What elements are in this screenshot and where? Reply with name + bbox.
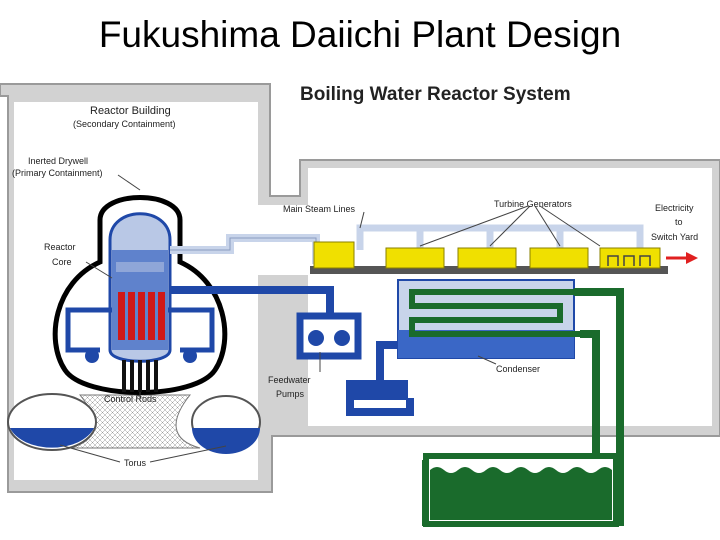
label-electricity-line2: to: [675, 217, 683, 227]
condensate-line: [346, 341, 414, 416]
recirc-pump-left: [85, 349, 99, 363]
feedwater-line: [170, 286, 334, 316]
cooling-pond: [423, 453, 619, 527]
label-reactor-building: Reactor Building: [90, 105, 171, 117]
turbine-shaft: [310, 266, 668, 274]
feedwater-pumps: [296, 312, 362, 360]
turbine-generators: [313, 241, 661, 269]
label-electricity-line1: Electricity: [655, 203, 694, 213]
label-condenser: Condenser: [496, 364, 540, 374]
steam-headers: [356, 224, 644, 250]
label-reactor-core-line1: Reactor: [44, 242, 76, 252]
label-primary-containment: (Primary Containment): [12, 168, 103, 178]
recirc-pump-right: [183, 349, 197, 363]
condenser: [397, 279, 610, 359]
label-feedwater-line1: Feedwater: [268, 375, 311, 385]
condensate-pump-housing: [352, 380, 408, 400]
leader-lines: [59, 174, 601, 463]
diagram-title: Boiling Water Reactor System: [300, 84, 571, 105]
label-inerted-drywell: Inerted Drywell: [28, 156, 88, 166]
label-reactor-core-line2: Core: [52, 257, 72, 267]
recirculation-loops: [65, 307, 215, 353]
generator-windings: [607, 255, 651, 266]
electricity-arrow: [666, 252, 698, 264]
label-main-steam-lines: Main Steam Lines: [283, 204, 356, 214]
label-feedwater-line2: Pumps: [276, 389, 305, 399]
label-secondary-containment: (Secondary Containment): [73, 119, 176, 129]
bwr-diagram: Boiling Water Reactor System Reactor Bui…: [0, 83, 720, 527]
label-electricity-line3: Switch Yard: [651, 232, 698, 242]
label-torus: Torus: [124, 458, 147, 468]
torus: [7, 393, 261, 454]
slide-title: Fukushima Daiichi Plant Design: [98, 14, 622, 55]
reactor-vessel: [108, 212, 172, 363]
control-rods: [122, 360, 158, 392]
label-turbine-generators: Turbine Generators: [494, 199, 572, 209]
label-control-rods: Control Rods: [104, 394, 157, 404]
